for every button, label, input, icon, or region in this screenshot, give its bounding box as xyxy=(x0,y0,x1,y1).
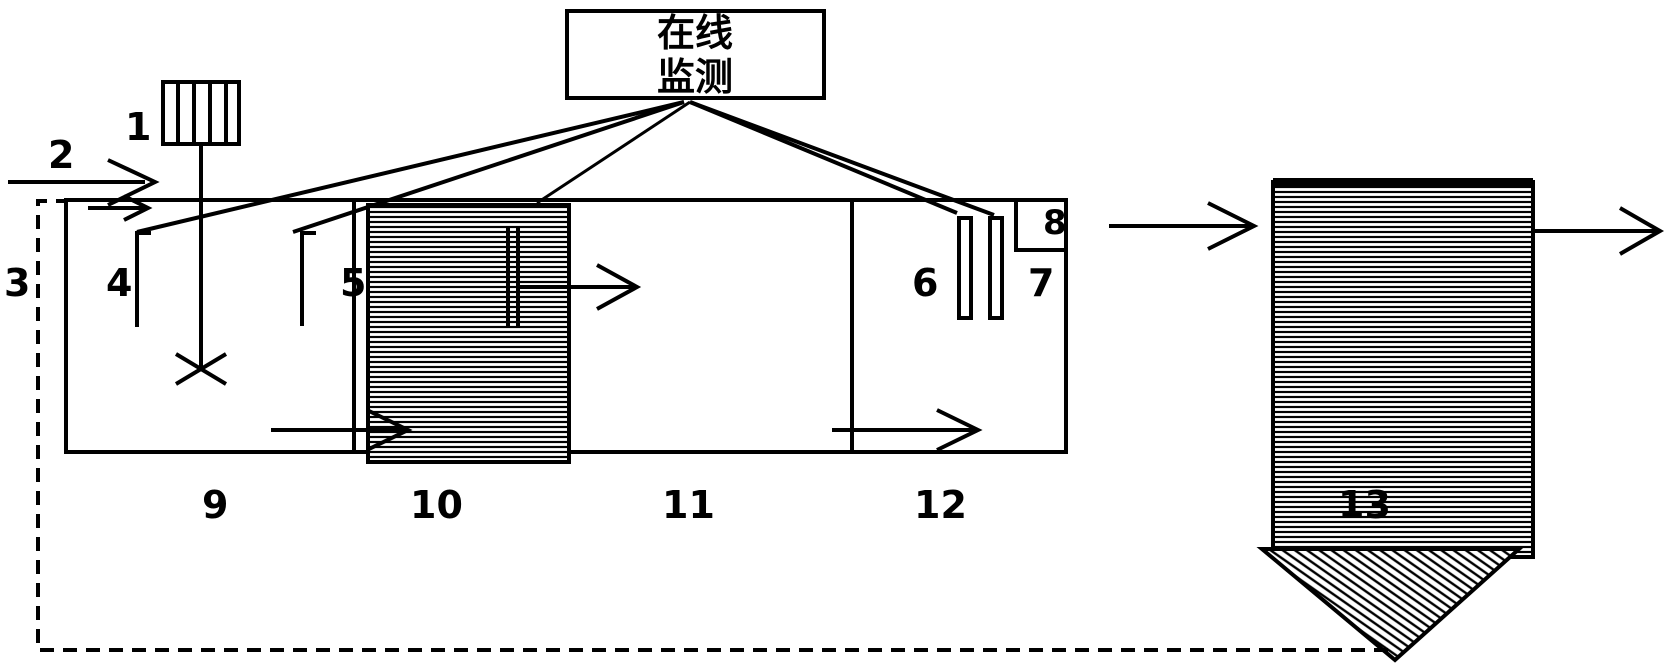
label-1: 1 xyxy=(125,105,151,149)
component-labels: 1 2 3 4 5 6 7 8 9 10 11 12 13 xyxy=(4,105,1391,527)
monitor-label-line1: 在线 xyxy=(657,11,733,55)
stirrer xyxy=(161,80,241,386)
probes xyxy=(135,216,1004,327)
component-8-box xyxy=(1014,198,1068,252)
label-5: 5 xyxy=(340,261,366,305)
label-6: 6 xyxy=(912,261,938,305)
label-12: 12 xyxy=(914,483,967,527)
monitor-label-line2: 监测 xyxy=(657,55,733,99)
label-11: 11 xyxy=(662,483,715,527)
monitor-signal-lines xyxy=(136,100,995,234)
label-7: 7 xyxy=(1028,261,1054,305)
stirrer-blade-icon xyxy=(174,352,228,386)
sludge-return-line xyxy=(36,199,1388,652)
label-9: 9 xyxy=(202,483,228,527)
media-zone xyxy=(366,203,571,464)
flow-arrow-icon xyxy=(8,158,1665,452)
label-10: 10 xyxy=(410,483,463,527)
clarifier-13 xyxy=(1256,178,1535,663)
label-13: 13 xyxy=(1338,483,1391,527)
label-3: 3 xyxy=(4,261,30,305)
online-monitor-box: 在线 监测 xyxy=(565,9,826,100)
label-8: 8 xyxy=(1043,203,1067,243)
label-2: 2 xyxy=(48,133,74,177)
label-4: 4 xyxy=(106,261,132,305)
stirrer-motor-icon xyxy=(161,80,241,146)
